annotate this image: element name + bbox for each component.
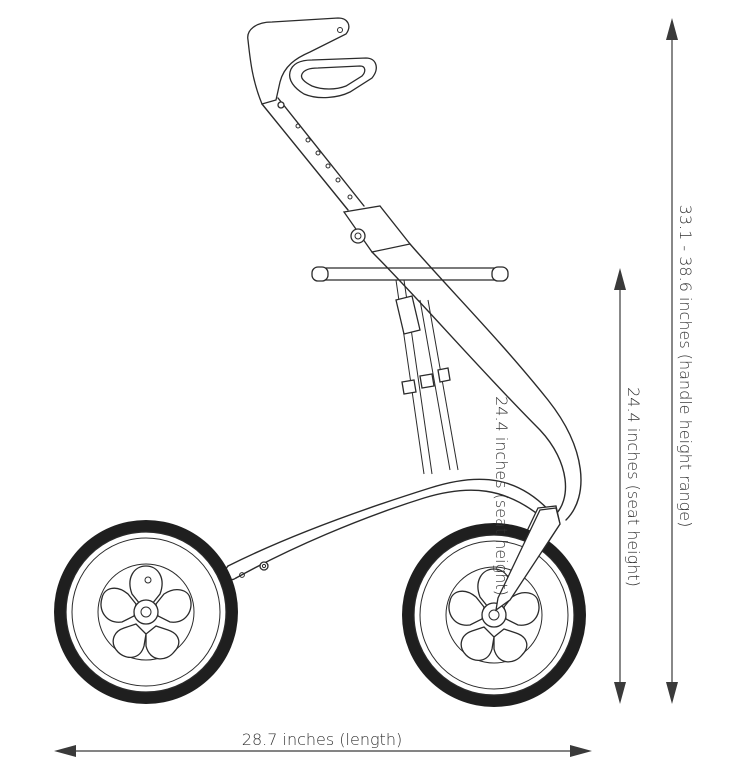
length-dimension: [54, 745, 592, 757]
handle-height-dimension: [666, 18, 678, 704]
main-frame: [224, 243, 582, 581]
height-clamp: [342, 205, 412, 253]
rollator-illustration: [54, 17, 586, 707]
height-adjust-post: [261, 97, 365, 211]
seat-bar: [311, 266, 509, 282]
length-label: 28.7 inches (length): [242, 730, 402, 749]
handle-height-label: 33.1 - 38.6 inches (handle height range): [676, 205, 695, 528]
handle-grip: [247, 17, 377, 105]
inner-frame-lines: [395, 279, 459, 475]
front-fork-overlay: [495, 507, 561, 612]
seat-height-dimension: [614, 268, 626, 704]
seat-height-overlay-label: 24.4 inches (seat height): [492, 396, 511, 596]
rear-wheel: [54, 520, 238, 704]
front-wheel: [402, 523, 586, 707]
seat-height-label: 24.4 inches (seat height): [624, 387, 643, 587]
